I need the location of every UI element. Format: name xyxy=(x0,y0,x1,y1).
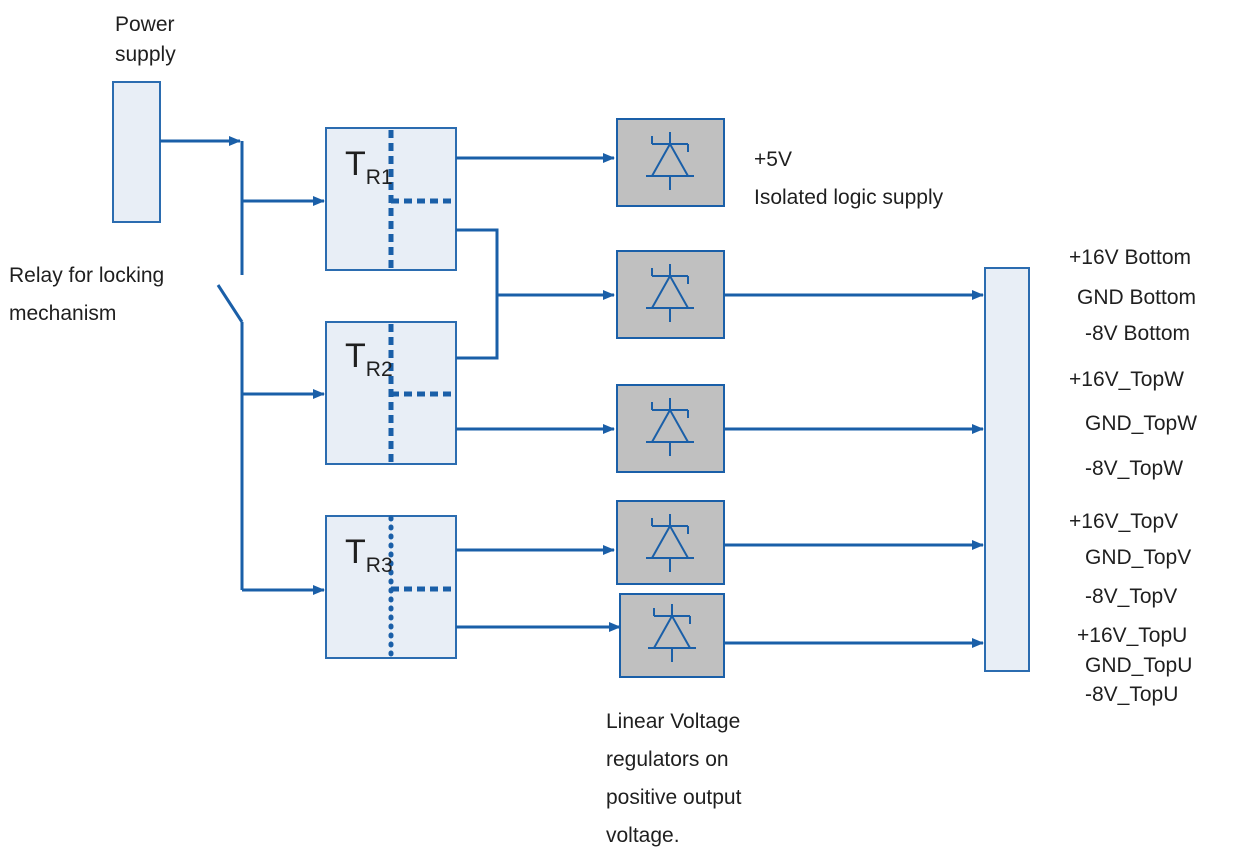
transformer-tr2-label: TR2 xyxy=(345,339,393,387)
regulator-bottom xyxy=(616,250,725,339)
linear-regulators-label: Linear Voltage regulators on positive ou… xyxy=(606,710,742,847)
regulator-logic xyxy=(616,118,725,207)
output-label: -8V Bottom xyxy=(1085,322,1191,345)
regulator-topw xyxy=(616,384,725,473)
transformer-tr3 xyxy=(325,515,457,659)
transformer-tr2-main: T xyxy=(345,337,366,375)
power-supply-box xyxy=(112,81,161,223)
transformer-tr1-label: TR1 xyxy=(345,147,393,195)
output-label: -8V_TopW xyxy=(1085,457,1184,480)
output-label: GND_TopV xyxy=(1085,546,1192,569)
isolated-logic-label: Isolated logic supply xyxy=(754,186,944,209)
output-label: GND Bottom xyxy=(1077,286,1197,309)
plus5v-label: +5V xyxy=(754,148,792,171)
output-label: +16V Bottom xyxy=(1069,246,1191,269)
transformer-tr3-sub: R3 xyxy=(365,554,393,577)
wire xyxy=(456,228,499,360)
output-label: -8V_TopU xyxy=(1085,683,1179,706)
transformer-tr3-label: TR3 xyxy=(345,535,393,583)
transformer-tr2-sub: R2 xyxy=(365,358,393,381)
power-supply-label: Power supply xyxy=(115,13,176,66)
regulator-topu xyxy=(619,593,725,678)
output-label: GND_TopU xyxy=(1085,654,1193,677)
relay-label: Relay for locking mechanism xyxy=(9,264,165,325)
output-label: +16V_TopU xyxy=(1077,624,1188,647)
transformer-tr2 xyxy=(325,321,457,465)
output-label: +16V_TopW xyxy=(1069,368,1184,391)
transformer-tr1 xyxy=(325,127,457,271)
output-label: GND_TopW xyxy=(1085,412,1198,435)
output-connector xyxy=(984,267,1030,672)
output-label: +16V_TopV xyxy=(1069,510,1179,533)
transformer-tr1-main: T xyxy=(345,145,366,183)
regulator-topv xyxy=(616,500,725,585)
output-label: -8V_TopV xyxy=(1085,585,1178,608)
relay-switch xyxy=(216,284,244,323)
transformer-tr1-sub: R1 xyxy=(365,166,393,189)
transformer-tr3-main: T xyxy=(345,533,366,571)
